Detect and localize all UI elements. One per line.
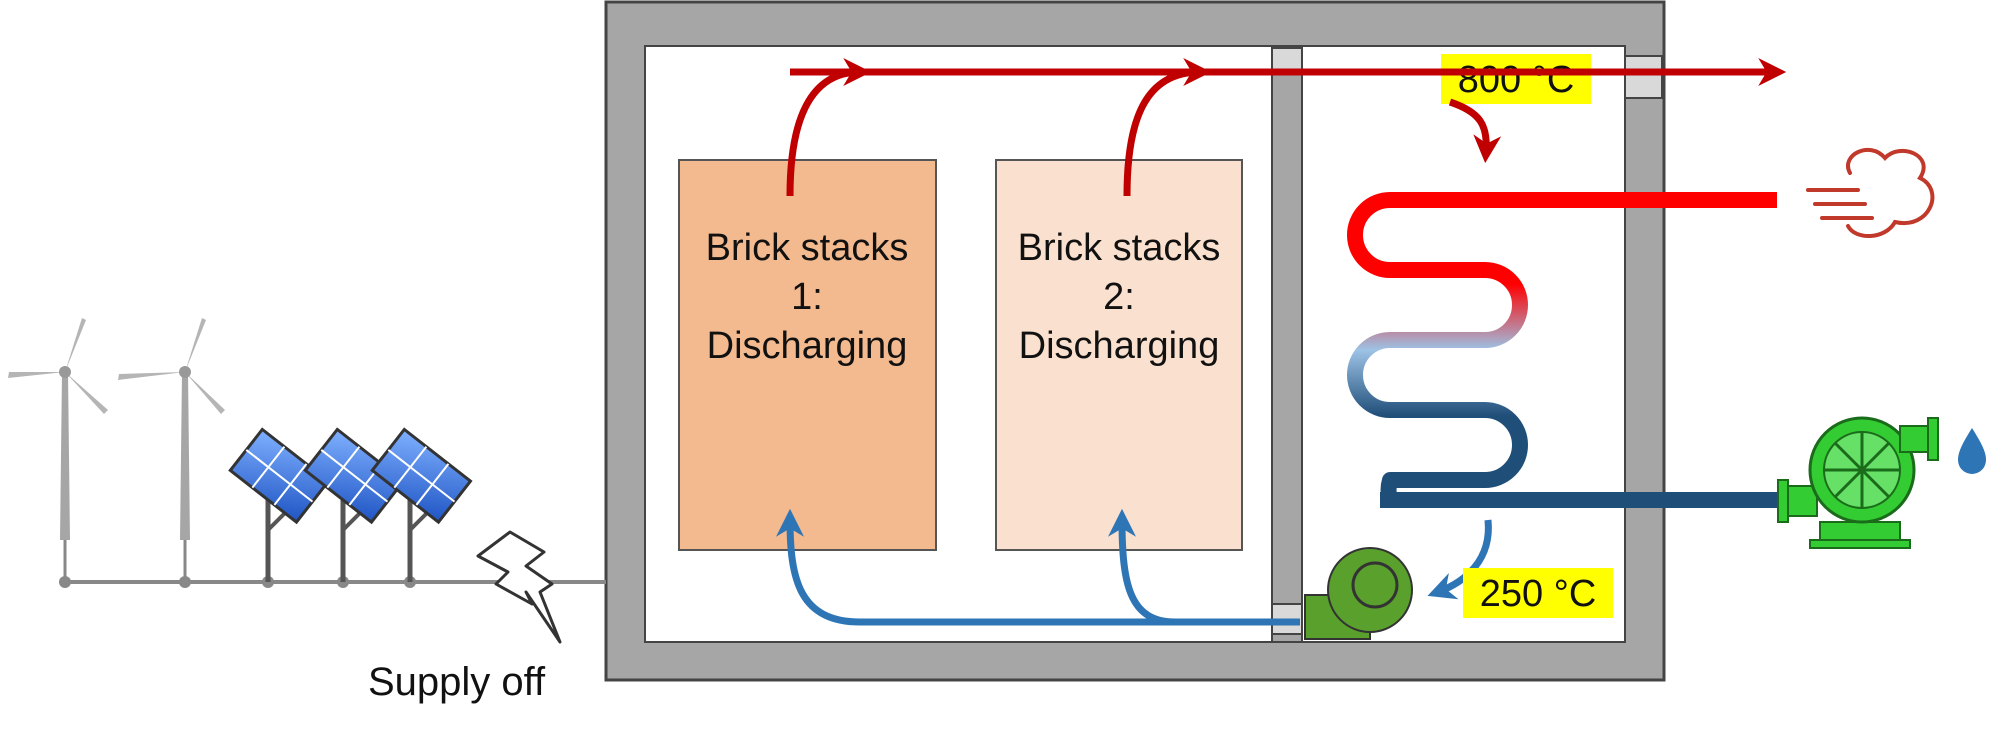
lightning-icon — [476, 530, 562, 644]
interior-wall — [1271, 45, 1303, 643]
outlet-vent — [1624, 55, 1663, 99]
brick-stack-2: Brick stacks 2: Discharging — [995, 159, 1243, 551]
hot-flow-down-arrow — [1448, 98, 1502, 164]
cold-flow-stack2-branch — [1108, 508, 1176, 626]
water-drop-icon — [1958, 428, 1986, 474]
temp-hot-text: 800 °C — [1458, 59, 1575, 101]
stack1-line3: Discharging — [707, 325, 908, 367]
heat-exchanger-coil — [1347, 192, 1790, 508]
brick-stack-1: Brick stacks 1: Discharging — [678, 159, 937, 551]
water-pump-icon — [1777, 416, 1939, 549]
cold-flow-to-blower — [1427, 519, 1492, 600]
stack2-line3: Discharging — [1019, 325, 1220, 367]
hot-flow-stack1-arrow — [786, 58, 872, 197]
temp-hot-label: 800 °C — [1441, 54, 1591, 104]
stack2-line2: 2: — [1103, 276, 1135, 318]
hot-air-flow — [786, 58, 1787, 197]
solar-panel-icon — [370, 427, 473, 582]
wind-turbine-icon — [8, 318, 108, 582]
steam-icon — [1806, 147, 1935, 239]
blower-fan-icon — [1304, 547, 1413, 640]
cold-air-flow — [776, 508, 1492, 626]
supply-off-label: Supply off — [368, 660, 546, 704]
stack2-line1: Brick stacks — [1018, 227, 1221, 269]
hot-flow-stack2-arrow — [1123, 58, 1212, 197]
stack1-line2: 1: — [791, 276, 823, 318]
stack1-line1: Brick stacks — [706, 227, 909, 269]
solar-panel-icon — [303, 427, 406, 582]
temp-cold-text: 250 °C — [1480, 573, 1597, 615]
wind-turbine-icon — [118, 318, 225, 582]
cold-flow-return — [776, 508, 1300, 626]
solar-panel-icon — [228, 427, 331, 582]
wall-vent-top — [1271, 47, 1303, 73]
temp-cold-label: 250 °C — [1463, 568, 1613, 618]
